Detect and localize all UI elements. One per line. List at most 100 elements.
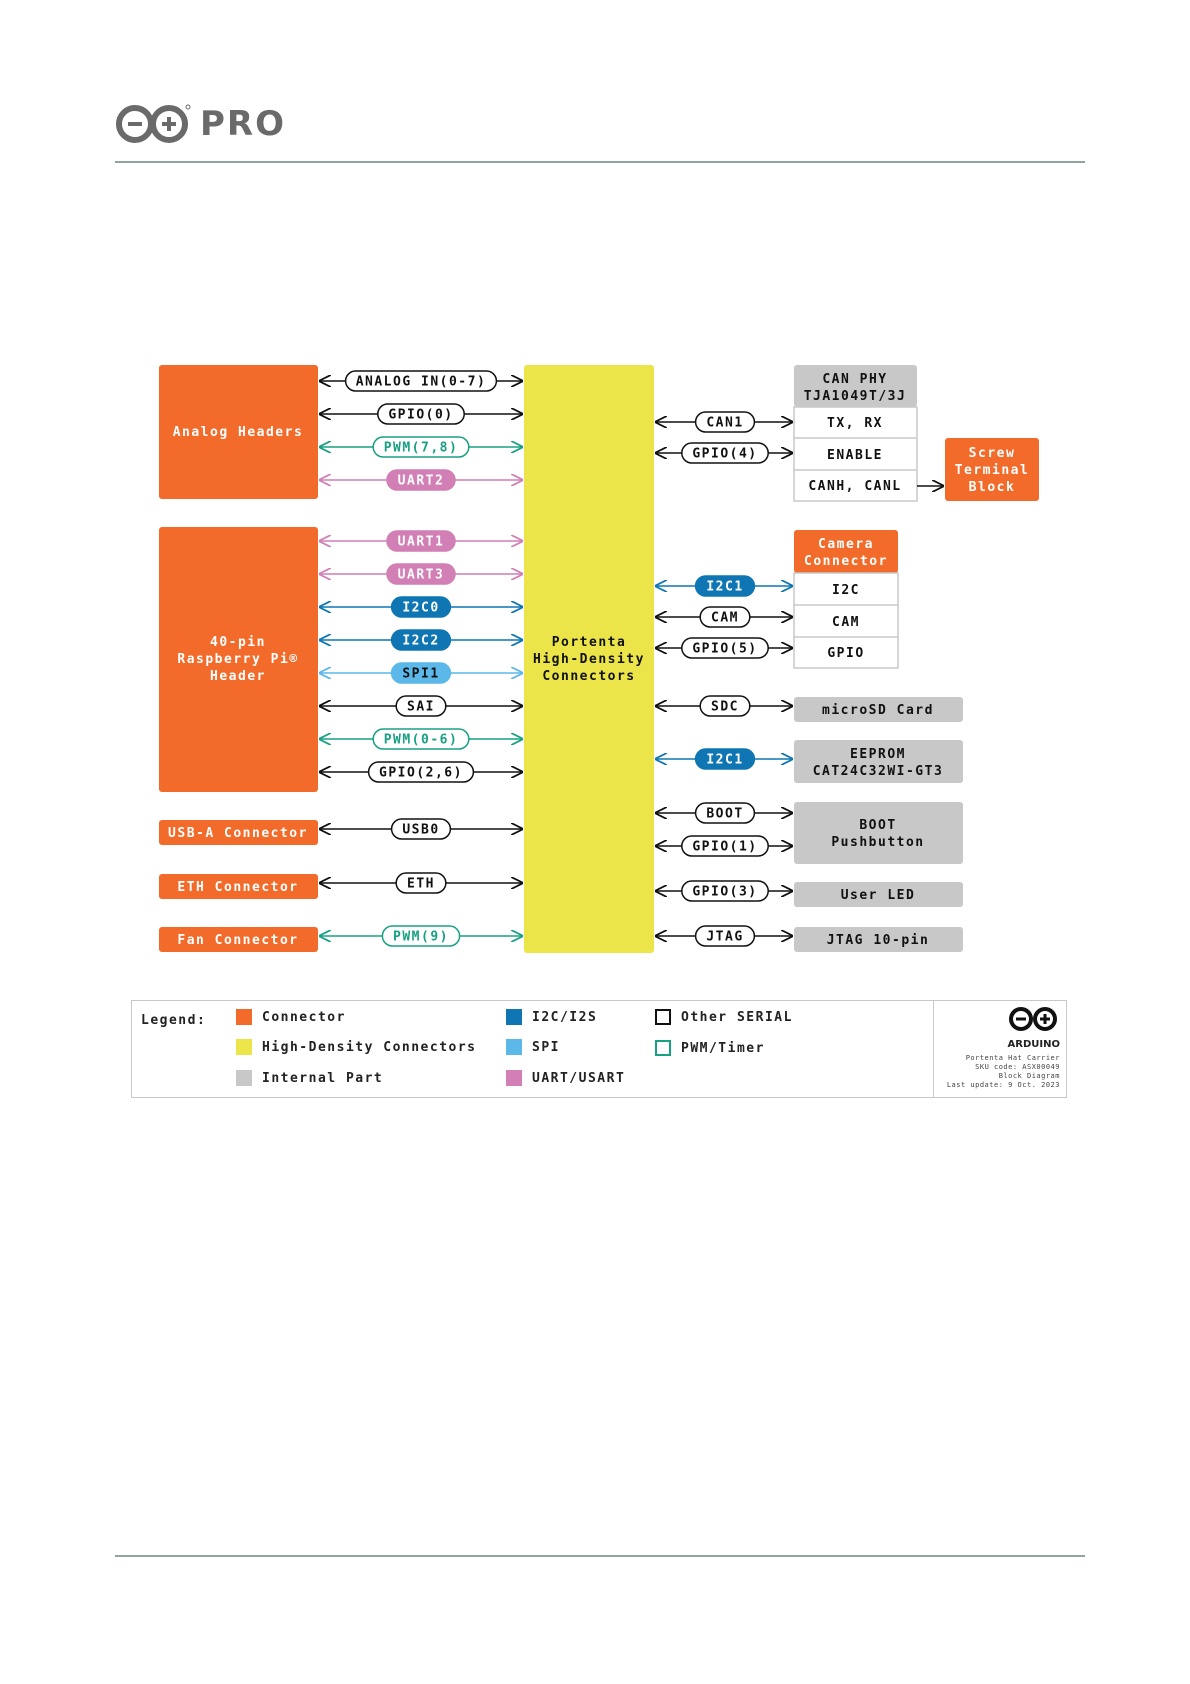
left-signal-pill [390, 662, 452, 684]
left-signal-pill [372, 436, 470, 458]
right-signal-pill [694, 925, 756, 947]
right-signal-1: GPIO(4) [656, 442, 792, 464]
brand-text: PRO [200, 104, 287, 144]
right-signal-label: I2C1 [706, 580, 743, 595]
legend-title: Legend: [141, 1013, 207, 1028]
svg-text:Analog Headers: Analog Headers [173, 425, 304, 440]
right-signal-pill [699, 606, 751, 628]
right-signal-5: SDC [656, 695, 792, 717]
left-signal-pill [367, 761, 475, 783]
right-signal-pill [694, 411, 756, 433]
svg-text:JTAG 10-pin: JTAG 10-pin [827, 933, 930, 948]
analog-headers-block: Analog Headers [159, 365, 318, 499]
left-signal-label: UART3 [398, 568, 445, 583]
svg-text:Block: Block [969, 480, 1016, 495]
brand-line-4: Last update: 9 Oct. 2023 [946, 1081, 1060, 1089]
right-signal-6: I2C1 [656, 748, 792, 770]
right-signal-label: SDC [711, 700, 739, 715]
left-signal-label: USB0 [402, 823, 439, 838]
left-signal-9: SAI [320, 695, 522, 717]
left-signal-label: I2C2 [402, 634, 439, 649]
usb-a-connector-block: USB-A Connector [159, 820, 318, 845]
boot-pushbutton-block: BOOT Pushbutton [794, 802, 963, 864]
svg-text:CAT24C32WI-GT3: CAT24C32WI-GT3 [813, 764, 944, 779]
svg-text:Camera: Camera [818, 537, 874, 552]
left-signal-11: GPIO(2,6) [320, 761, 522, 783]
svg-text:Pushbutton: Pushbutton [831, 835, 924, 850]
footer-brand: ARDUINO Portenta Hat Carrier SKU code: A… [940, 1005, 1060, 1090]
left-signal-pill [377, 403, 465, 425]
svg-text:I2C: I2C [832, 583, 860, 598]
internal-swatch [236, 1070, 252, 1086]
left-signal-pill [390, 629, 452, 651]
right-signal-pill [694, 748, 756, 770]
microsd-card-block: microSD Card [794, 697, 963, 722]
left-signal-pill [344, 370, 498, 392]
right-signal-pill [681, 442, 769, 464]
svg-text:Raspberry Pi®: Raspberry Pi® [177, 652, 298, 667]
right-signal-4: GPIO(5) [656, 637, 792, 659]
left-signal-label: UART1 [398, 535, 445, 550]
user-led-block: User LED [794, 882, 963, 907]
spi-swatch [506, 1039, 522, 1055]
left-signal-7: I2C2 [320, 629, 522, 651]
left-signal-group: ANALOG IN(0-7)GPIO(0)PWM(7,8)UART2UART1U… [320, 370, 522, 947]
bottom-rule [115, 1555, 1085, 1557]
svg-text:Fan Connector: Fan Connector [177, 933, 298, 948]
left-signal-12: USB0 [320, 818, 522, 840]
left-signal-label: PWM(7,8) [384, 441, 459, 456]
right-signal-label: GPIO(3) [692, 885, 757, 900]
right-signal-3: CAM [656, 606, 792, 628]
brand-line-2: SKU code: ASX00049 [975, 1063, 1060, 1071]
left-signal-label: PWM(0-6) [384, 733, 459, 748]
right-signal-pill [694, 802, 756, 824]
svg-text:Screw: Screw [969, 446, 1016, 461]
top-rule [115, 161, 1085, 163]
eth-connector-block: ETH Connector [159, 874, 318, 899]
right-signal-label: CAN1 [706, 416, 743, 431]
rpi-header-block: 40-pin Raspberry Pi® Header [159, 527, 318, 792]
right-signal-pill [681, 835, 769, 857]
legend-i2c: I2C/I2S [506, 1009, 597, 1025]
left-signal-5: UART3 [320, 563, 522, 585]
left-signal-8: SPI1 [320, 662, 522, 684]
left-signal-6: I2C0 [320, 596, 522, 618]
arduino-logo-icon [116, 104, 191, 143]
svg-text:User LED: User LED [841, 888, 916, 903]
svg-text:USB-A Connector: USB-A Connector [168, 826, 308, 841]
right-signal-0: CAN1 [656, 411, 792, 433]
legend-box [131, 1000, 1067, 1098]
high-density-connectors-block: Portenta High-Density Connectors [524, 365, 654, 953]
left-signal-1: GPIO(0) [320, 403, 522, 425]
left-signal-pill [395, 872, 447, 894]
svg-text:Header: Header [210, 669, 266, 684]
can-phy-block: CAN PHY TJA1049T/3J TX, RX ENABLE CANH, … [793, 365, 918, 502]
legend-internal: Internal Part [236, 1070, 383, 1086]
left-signal-pill [372, 728, 470, 750]
eeprom-block: EEPROM CAT24C32WI-GT3 [794, 740, 963, 783]
svg-text:Portenta: Portenta [552, 635, 627, 650]
jtag-block: JTAG 10-pin [794, 927, 963, 952]
fan-connector-block: Fan Connector [159, 927, 318, 952]
right-signal-8: GPIO(1) [656, 835, 792, 857]
uart-swatch [506, 1070, 522, 1086]
right-signal-pill [694, 575, 756, 597]
right-signal-2: I2C1 [656, 575, 792, 597]
left-signal-pill [386, 469, 456, 491]
legend-divider [933, 1000, 934, 1098]
i2c-swatch [506, 1009, 522, 1025]
right-signal-group: CAN1GPIO(4)I2C1CAMGPIO(5)SDCI2C1BOOTGPIO… [656, 411, 792, 947]
legend-pwm: PWM/Timer [655, 1040, 765, 1056]
right-signal-pill [681, 880, 769, 902]
left-signal-pill [386, 530, 456, 552]
left-signal-14: PWM(9) [320, 925, 522, 947]
left-signal-label: GPIO(0) [388, 408, 453, 423]
left-signal-label: SPI1 [402, 667, 439, 682]
right-signal-9: GPIO(3) [656, 880, 792, 902]
left-signal-label: PWM(9) [393, 930, 449, 945]
connector-swatch [236, 1009, 252, 1025]
right-signal-label: GPIO(5) [692, 642, 757, 657]
legend-high-density: High-Density Connectors [236, 1039, 477, 1055]
left-signal-label: GPIO(2,6) [379, 766, 463, 781]
legend-spi: SPI [506, 1039, 560, 1055]
